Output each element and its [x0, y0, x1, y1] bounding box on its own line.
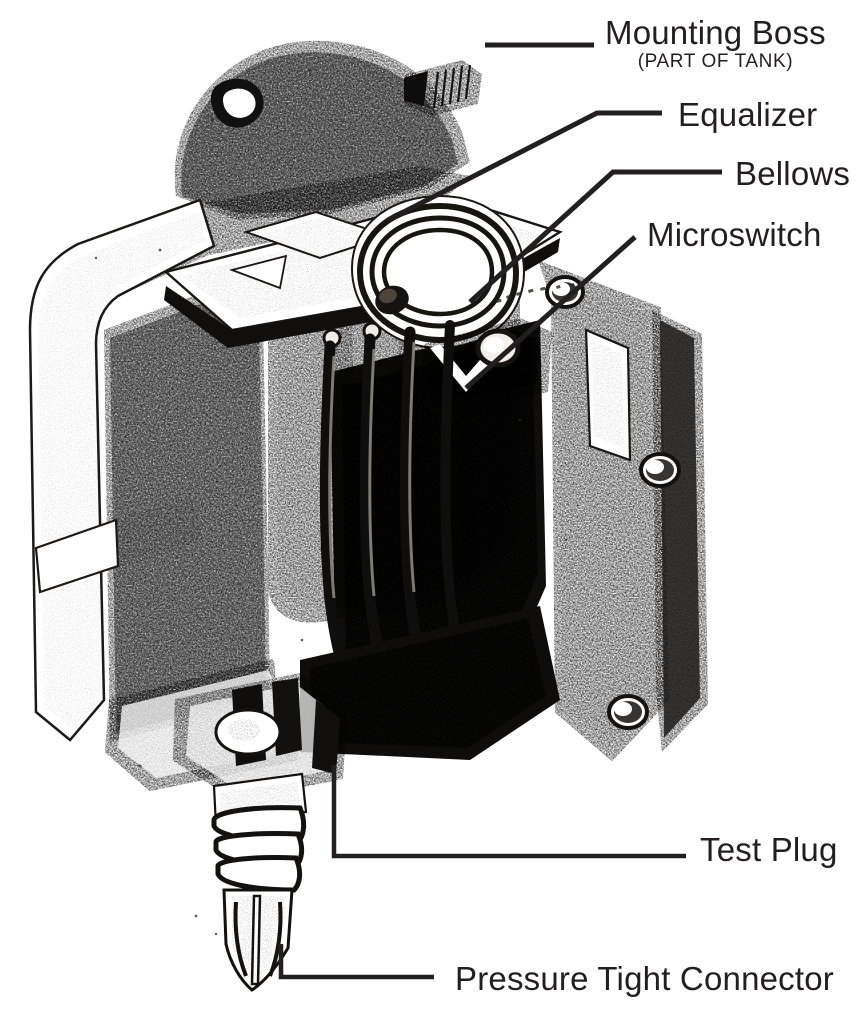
callout-test-plug: Test Plug: [700, 831, 838, 868]
callout-pressure-tight-connector: Pressure Tight Connector: [455, 960, 834, 997]
callout-label-microswitch: Microswitch: [647, 216, 822, 253]
wire-harness-highlight: [328, 341, 416, 599]
callout-bellows: Bellows: [735, 155, 851, 192]
callout-mounting-boss: Mounting Boss (PART OF TANK): [605, 14, 826, 72]
callout-label-mounting-boss: Mounting Boss: [605, 14, 826, 51]
callout-label-bellows: Bellows: [735, 155, 851, 192]
housing-shell: [28, 198, 302, 792]
callout-label-pressure-tight-connector: Pressure Tight Connector: [455, 960, 834, 997]
test-plug-part: [172, 672, 348, 802]
illustration-body: [28, 40, 708, 992]
lower-cavity-shadow: [300, 606, 560, 760]
pressure-tight-connector-part: [211, 772, 308, 992]
callout-microswitch: Microswitch: [647, 216, 822, 253]
callout-equalizer: Equalizer: [678, 96, 818, 133]
callout-label-equalizer: Equalizer: [678, 96, 818, 133]
callout-label-test-plug: Test Plug: [700, 831, 838, 868]
callout-sublabel-mounting-boss: (PART OF TANK): [637, 50, 794, 72]
